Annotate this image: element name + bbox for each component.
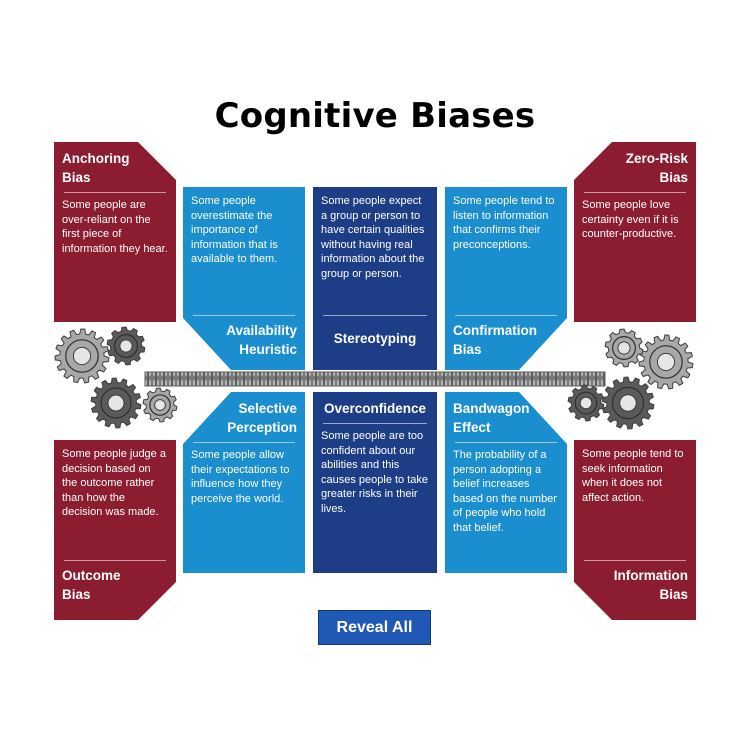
divider	[455, 442, 557, 443]
gear-hub	[579, 396, 593, 410]
divider	[193, 315, 295, 316]
divider	[455, 315, 557, 316]
card-stereotyping[interactable]: Some people expect a group or person to …	[313, 187, 437, 370]
gear-hub	[619, 394, 637, 412]
gear-icon	[601, 376, 655, 430]
card-outcome-bias[interactable]: Some people judge a decision based on th…	[54, 440, 176, 620]
divider	[584, 192, 686, 193]
gear-hub	[72, 346, 92, 366]
card-label: Availability Heuristic	[226, 323, 297, 357]
reveal-all-button[interactable]: Reveal All	[318, 610, 431, 645]
gear-icon	[54, 328, 110, 384]
card-label: Confirmation Bias	[453, 323, 537, 357]
card-zero-risk-bias[interactable]: Zero-Risk Bias Some people love certaint…	[574, 142, 696, 322]
divider	[64, 560, 166, 561]
gear-ring	[611, 386, 645, 420]
gear-ring	[649, 345, 683, 379]
card-description: Some people tend to listen to informatio…	[453, 195, 555, 251]
gear-hub	[154, 399, 166, 411]
card-availability-heuristic[interactable]: Some people overestimate the importance …	[183, 187, 305, 370]
card-label: Selective Perception	[227, 401, 297, 435]
card-label: Outcome Bias	[62, 568, 121, 602]
gear-ring	[100, 387, 132, 419]
divider	[323, 315, 427, 316]
gear-hub	[119, 339, 133, 353]
gear-ring	[65, 339, 99, 373]
card-label: Anchoring Bias	[62, 151, 130, 185]
card-description: Some people overestimate the importance …	[191, 195, 278, 265]
card-information-bias[interactable]: Some people tend to seek information whe…	[574, 440, 696, 620]
card-confirmation-bias[interactable]: Some people tend to listen to informatio…	[445, 187, 567, 370]
gear-hub	[107, 394, 125, 412]
card-label: Bandwagon Effect	[453, 401, 530, 435]
divider	[193, 442, 295, 443]
card-description: Some people love certainty even if it is…	[582, 199, 679, 240]
gear-icon	[638, 334, 694, 390]
gear-icon	[604, 328, 644, 368]
gear-icon	[142, 387, 178, 423]
card-description: Some people allow their expectations to …	[191, 449, 290, 505]
card-description: The probability of a person adopting a b…	[453, 449, 557, 534]
gear-icon	[90, 377, 142, 429]
gear-icon	[567, 384, 605, 422]
card-anchoring-bias[interactable]: Anchoring Bias Some people are over-reli…	[54, 142, 176, 322]
card-description: Some people judge a decision based on th…	[62, 448, 166, 518]
card-label: Stereotyping	[333, 331, 417, 346]
gear-ring	[149, 394, 171, 416]
card-label: Information Bias	[613, 568, 688, 602]
gear-ring	[574, 391, 598, 415]
page-title: Cognitive Biases	[214, 96, 536, 136]
gear-hub	[617, 341, 631, 355]
card-label: Zero-Risk Bias	[625, 151, 688, 185]
divider	[64, 192, 166, 193]
card-bandwagon-effect[interactable]: Bandwagon Effect The probability of a pe…	[445, 392, 567, 573]
gear-ring	[113, 334, 138, 359]
card-description: Some people are too confident about our …	[321, 430, 429, 515]
divider	[323, 423, 427, 424]
card-description: Some people expect a group or person to …	[321, 195, 425, 280]
gear-icon	[106, 326, 146, 366]
chain-icon	[144, 371, 606, 387]
gear-ring	[611, 336, 636, 361]
gear-hub	[656, 352, 676, 372]
card-description: Some people tend to seek information whe…	[582, 448, 684, 504]
card-label: Overconfidence	[323, 401, 427, 416]
card-selective-perception[interactable]: Selective Perception Some people allow t…	[183, 392, 305, 573]
divider	[584, 560, 686, 561]
card-overconfidence[interactable]: Overconfidence Some people are too confi…	[313, 392, 437, 573]
card-description: Some people are over-reliant on the firs…	[62, 199, 168, 255]
